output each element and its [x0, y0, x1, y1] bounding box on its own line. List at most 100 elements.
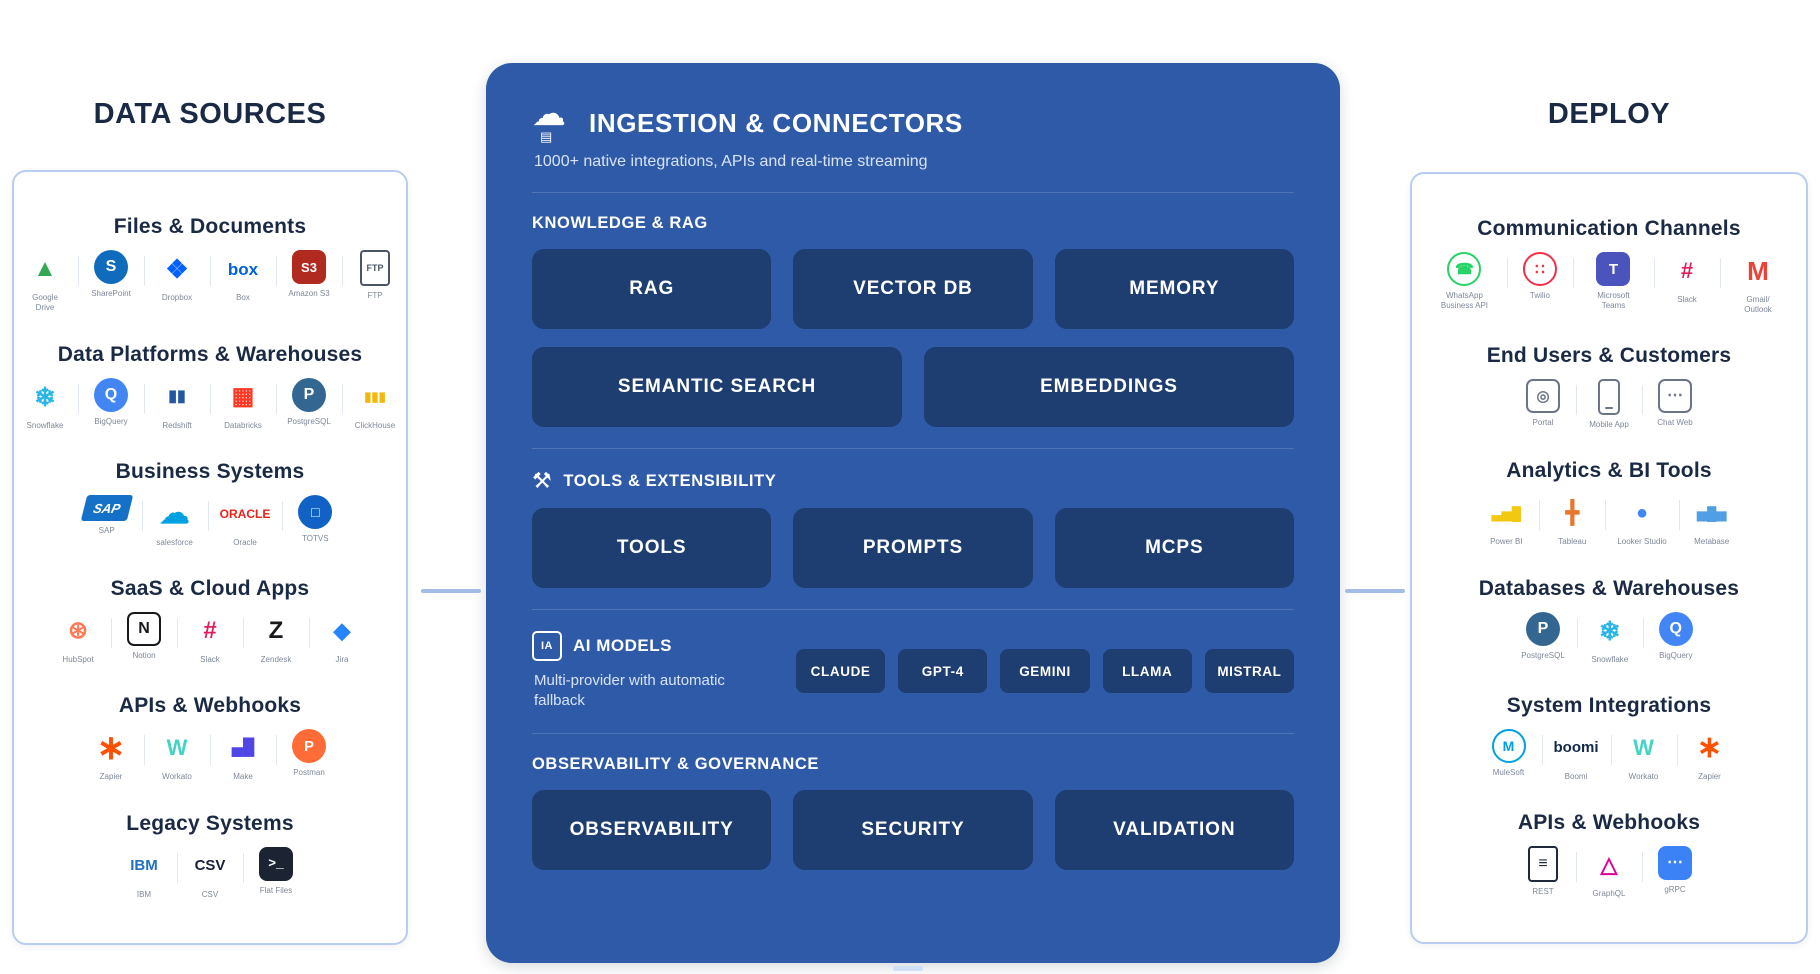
- section-head: OBSERVABILITY & GOVERNANCE: [532, 755, 1294, 774]
- block-rag[interactable]: RAG: [532, 249, 772, 329]
- model-chip-mistral[interactable]: MISTRAL: [1204, 649, 1295, 694]
- block-semantic-search[interactable]: SEMANTIC SEARCH: [532, 347, 902, 427]
- logo-label: Snowflake: [26, 420, 64, 430]
- block-vector-db[interactable]: VECTOR DB: [793, 249, 1033, 329]
- sap-icon: SAP: [80, 494, 133, 521]
- logo-label: Tableau: [1558, 537, 1587, 547]
- section-label: AI MODELS: [573, 636, 672, 655]
- section-knowledge-rag: KNOWLEDGE & RAG RAG VECTOR DB MEMORY SEMANTI…: [532, 214, 1294, 427]
- boomi-icon: boomi: [1553, 739, 1599, 757]
- totvs-icon: □: [298, 494, 333, 529]
- logo-label: SharePoint: [91, 289, 131, 299]
- microsoft-teams-icon: T: [1596, 252, 1631, 287]
- logo-label: PostgreSQL: [1521, 650, 1565, 660]
- box-icon: box: [227, 259, 259, 279]
- block-tools[interactable]: TOOLS: [532, 508, 772, 588]
- data-sources-title: DATA SOURCES: [93, 98, 327, 130]
- block-validation[interactable]: VALIDATION: [1054, 789, 1294, 870]
- postman-icon: P: [292, 729, 326, 764]
- mulesoft-icon: M: [1491, 728, 1526, 763]
- logo-label: Slack: [200, 655, 220, 665]
- logo-flat-files: >_ Flat Files: [243, 846, 309, 896]
- logo-zapier: ∗Zapier: [1676, 729, 1743, 782]
- logo-label: Flat Files: [259, 885, 293, 895]
- logo-clickhouse: ▮▮▮ClickHouse: [342, 378, 408, 431]
- logo-label: Zapier: [1698, 771, 1721, 781]
- connector-bottom: [893, 966, 923, 971]
- portal-icon: ◎: [1526, 379, 1560, 414]
- logo-label: Databricks: [224, 420, 262, 430]
- model-chip-gemini[interactable]: GEMINI: [1000, 649, 1090, 694]
- logo-label: Box: [236, 293, 250, 303]
- oracle-icon: ORACLE: [219, 506, 271, 521]
- workato-icon: W: [166, 735, 188, 761]
- cloud-glyph: ☁: [532, 95, 566, 133]
- section-head: KNOWLEDGE & RAG: [532, 214, 1294, 233]
- ingestion-subtitle: 1000+ native integrations, APIs and real…: [534, 153, 928, 170]
- model-chip-claude[interactable]: CLAUDE: [796, 649, 886, 694]
- group-heading: End Users & Customers: [1486, 344, 1732, 368]
- jira-icon: ◆: [333, 618, 351, 644]
- logo-rest: ≡REST: [1510, 845, 1576, 897]
- logo-label: HubSpot: [62, 655, 94, 665]
- group-heading: Data Platforms & Warehouses: [57, 342, 363, 366]
- logo-label: Workato: [1628, 771, 1659, 781]
- block-embeddings[interactable]: EMBEDDINGS: [924, 347, 1294, 427]
- power-bi-icon: ▃▅█: [1491, 505, 1521, 521]
- logo-label: PostgreSQL: [287, 416, 331, 426]
- ai-models-subtitle: Multi-provider with automatic fallback: [534, 672, 725, 710]
- logo-mulesoft: M MuleSoft: [1476, 728, 1542, 778]
- logo-grpc: ⋯gRPC: [1642, 845, 1708, 895]
- connector-left: [421, 589, 481, 593]
- logo-label: MuleSoft: [1492, 767, 1525, 777]
- flat-files-icon: >_: [259, 846, 293, 881]
- mobile-app-icon: [1598, 379, 1620, 416]
- grpc-icon: ⋯: [1658, 845, 1692, 880]
- model-chip-llama[interactable]: LLAMA: [1102, 649, 1192, 694]
- logo-metabase: ▅█▅Metabase: [1678, 494, 1745, 547]
- amazon-s3-icon: S3: [292, 250, 326, 285]
- model-chip-gpt-4[interactable]: GPT-4: [898, 649, 988, 694]
- logo-label: REST: [1532, 886, 1554, 896]
- block-mcps[interactable]: MCPS: [1054, 508, 1294, 588]
- block-memory[interactable]: MEMORY: [1054, 249, 1294, 329]
- logo-slack: #Slack: [177, 612, 243, 665]
- logo-label: Metabase: [1694, 537, 1730, 547]
- block-security[interactable]: SECURITY: [793, 789, 1033, 870]
- databricks-icon: ▦: [231, 382, 255, 410]
- button-row: SEMANTIC SEARCH EMBEDDINGS: [532, 347, 1294, 427]
- logo-totvs: □TOTVS: [282, 494, 348, 544]
- block-observability[interactable]: OBSERVABILITY: [532, 789, 772, 870]
- button-row: TOOLS PROMPTS MCPS: [532, 508, 1294, 588]
- logo-redshift: ▮▮Redshift: [144, 378, 210, 431]
- logo-google-drive: ▲Google Drive: [12, 250, 78, 313]
- logo-label: Zendesk: [260, 655, 292, 665]
- logo-hubspot: ⊛HubSpot: [45, 612, 111, 665]
- logo-label: Make: [233, 772, 253, 782]
- logo-label: BigQuery: [94, 416, 128, 426]
- group-heading: Databases & Warehouses: [1478, 576, 1740, 600]
- snowflake-icon: ❄: [34, 381, 56, 412]
- tableau-icon: ╋: [1565, 500, 1579, 526]
- logo-label: Portal: [1532, 418, 1554, 428]
- block-prompts[interactable]: PROMPTS: [793, 508, 1033, 588]
- group-heading: Communication Channels: [1477, 217, 1741, 241]
- cloud-database-icon: ☁ ▤: [532, 97, 574, 143]
